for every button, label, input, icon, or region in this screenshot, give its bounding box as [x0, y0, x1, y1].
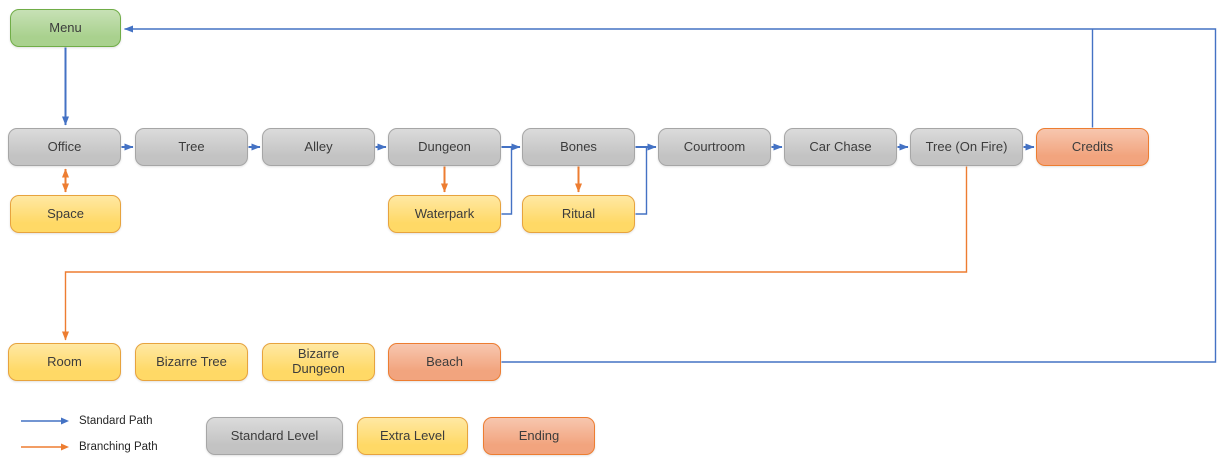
node-menu: Menu — [10, 9, 121, 47]
node-bizarre-tree: Bizarre Tree — [135, 343, 248, 381]
legend-label: Branching Path — [79, 441, 158, 453]
node-label: Credits — [1071, 138, 1114, 154]
node-beach: Beach — [388, 343, 501, 381]
node-label: Waterpark — [414, 205, 475, 221]
node-credits: Credits — [1036, 128, 1149, 166]
node-label: Menu — [49, 19, 82, 35]
legend-label: Standard Path — [79, 415, 153, 427]
node-label: Tree (On Fire) — [925, 138, 1008, 154]
legend-paths: Standard Path Branching Path — [20, 411, 158, 463]
node-bizarre-dungeon: Bizarre Dungeon — [262, 343, 375, 381]
legend-branching-path: Branching Path — [20, 437, 158, 457]
node-space: Space — [10, 195, 121, 233]
node-ritual: Ritual — [522, 195, 635, 233]
node-room: Room — [8, 343, 121, 381]
node-car-chase: Car Chase — [784, 128, 897, 166]
node-label: Tree — [178, 138, 205, 154]
node-label: Office — [47, 138, 82, 154]
node-label: Ritual — [561, 205, 596, 221]
node-tree-on-fire: Tree (On Fire) — [910, 128, 1023, 166]
edge-waterpark-junction — [501, 147, 513, 215]
standard-path-arrow-icon — [21, 417, 69, 425]
node-label: Beach — [426, 353, 463, 369]
node-label: Bizarre Dungeon — [292, 346, 345, 376]
node-label: Alley — [304, 138, 333, 154]
edge-treeonfire-room — [62, 166, 968, 341]
node-dungeon: Dungeon — [388, 128, 501, 166]
node-office: Office — [8, 128, 121, 166]
legend-label: Extra Level — [379, 427, 446, 443]
node-label: Dungeon — [418, 138, 471, 154]
node-label: Room — [47, 353, 82, 369]
node-tree: Tree — [135, 128, 248, 166]
node-label: Bones — [560, 138, 597, 154]
legend-extra-level: Extra Level — [357, 417, 468, 455]
legend-ending: Ending — [483, 417, 595, 455]
legend-standard-level: Standard Level — [206, 417, 343, 455]
node-label: Courtroom — [683, 138, 746, 154]
node-alley: Alley — [262, 128, 375, 166]
node-bones: Bones — [522, 128, 635, 166]
node-label: Bizarre Tree — [156, 353, 227, 369]
edge-beach-menu — [124, 25, 1217, 363]
node-waterpark: Waterpark — [388, 195, 501, 233]
edge-ritual-junction — [635, 147, 648, 215]
node-label: Car Chase — [809, 138, 872, 154]
branching-path-arrow-icon — [21, 443, 69, 451]
legend-label: Standard Level — [230, 427, 319, 443]
node-courtroom: Courtroom — [658, 128, 771, 166]
legend-standard-path: Standard Path — [20, 411, 158, 431]
legend-label: Ending — [518, 427, 560, 443]
node-label: Space — [47, 205, 84, 221]
